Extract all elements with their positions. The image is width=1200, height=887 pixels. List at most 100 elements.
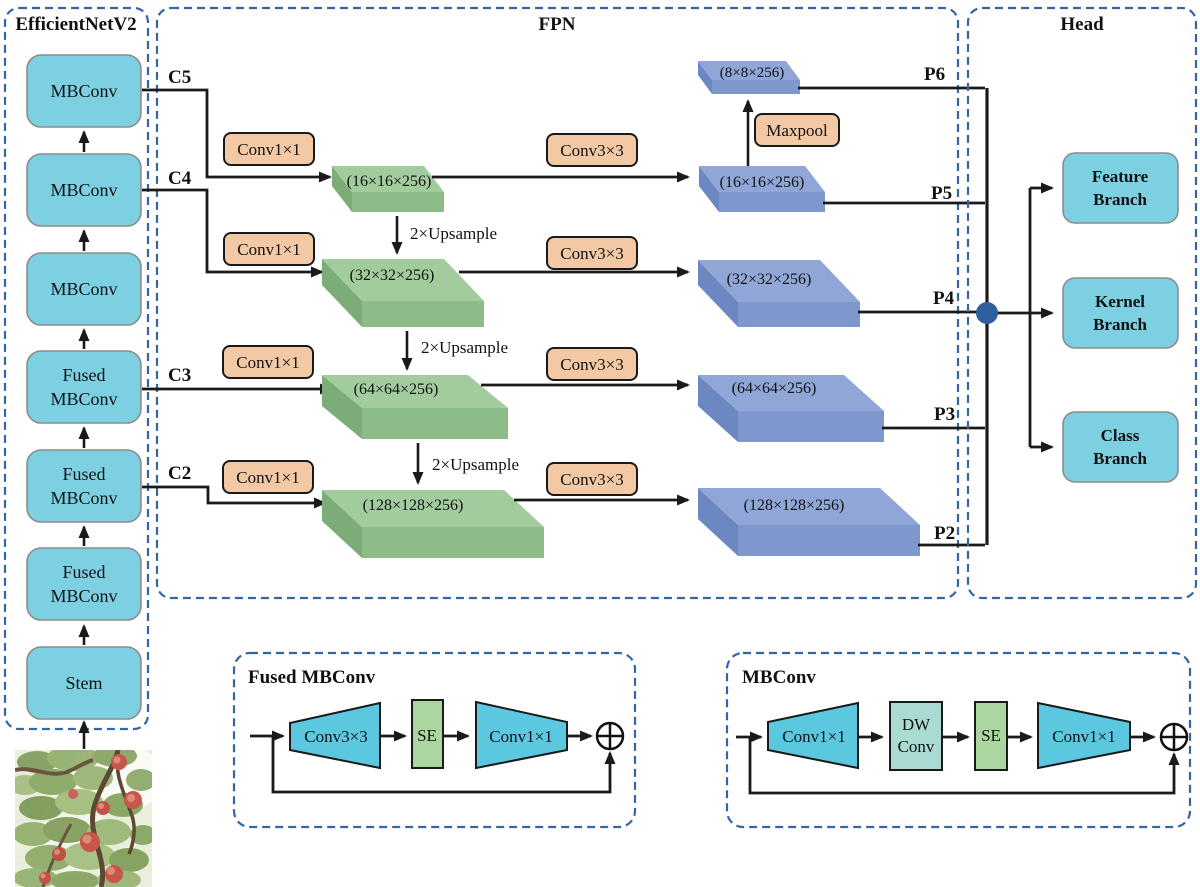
skip-connection (748, 737, 1180, 795)
p2-label: P2 (934, 523, 955, 544)
block-label: MBConv (50, 81, 117, 101)
backbone-block-stem (26, 646, 142, 720)
p4-label: P4 (933, 288, 955, 309)
backbone-block-fused-1 (26, 350, 142, 424)
td-tensor-64: (64×64×256) (322, 375, 508, 439)
mbconv-border (725, 651, 1192, 829)
upsample-label: 2×Upsample (421, 338, 508, 357)
conv3x3-trapezoid (289, 701, 381, 770)
c4-label: C4 (168, 168, 192, 189)
backbone-border (3, 6, 150, 731)
se-label: SE (417, 726, 437, 745)
c5-connector (142, 88, 332, 183)
backbone-block-fused-2 (26, 449, 142, 523)
fused-mbconv-title: Fused MBConv (248, 667, 376, 688)
maxpool-box (754, 113, 840, 147)
conv1x1-trapezoid (475, 700, 568, 770)
conv3x3-box (546, 462, 638, 496)
conv1x1-label: Conv1×1 (236, 468, 299, 487)
tensor-label: (32×32×256) (727, 271, 812, 288)
tensor-label: (64×64×256) (732, 380, 817, 397)
c2-connector (142, 485, 327, 509)
td-tensor-32: (32×32×256) (322, 259, 484, 327)
fpn-panel: FPN C5 C4 C3 C2 Conv1×1 Conv1×1 Conv1×1 … (142, 6, 985, 600)
backbone-panel: EfficientNetV2 MBConv MBConv MBConv Fuse… (3, 6, 150, 749)
mbconv-title: MBConv (742, 667, 816, 688)
conv1x1-box (222, 345, 314, 379)
kernel-branch-box (1062, 277, 1179, 349)
tensor-label: (16×16×256) (720, 174, 805, 191)
tensor-label: (16×16×256) (347, 173, 432, 190)
backbone-block-mbconv-3 (26, 252, 142, 326)
branches (15, 750, 136, 887)
junction-dot (976, 302, 998, 324)
conv3x3-label: Conv3×3 (560, 470, 623, 489)
out-tensor-16: (16×16×256) (699, 166, 825, 212)
conv1x1-box (223, 132, 315, 166)
c2-label: C2 (168, 463, 191, 484)
maxpool-label: Maxpool (766, 121, 828, 140)
conv3x3-label: Conv3×3 (560, 355, 623, 374)
conv3x3-label: Conv3×3 (304, 727, 367, 746)
se-box (411, 699, 444, 769)
skip-connection (271, 736, 616, 794)
add-icon (1159, 722, 1189, 752)
conv1x1-label: Conv1×1 (489, 727, 552, 746)
add-icon (595, 721, 625, 751)
apple-tree-photo (15, 750, 152, 887)
conv1x1-label: Conv1×1 (236, 353, 299, 372)
upsample-label: 2×Upsample (410, 224, 497, 243)
feature-branch-box (1062, 152, 1179, 224)
conv3x3-box (546, 347, 638, 381)
conv3x3-box (546, 133, 638, 167)
fpn-title: FPN (539, 14, 576, 35)
tensor-label: (128×128×256) (744, 497, 845, 514)
tensor-label: (64×64×256) (354, 381, 439, 398)
out-tensor-128: (128×128×256) (698, 488, 920, 556)
td-tensor-128: (128×128×256) (322, 490, 544, 558)
se-label: SE (981, 726, 1001, 745)
tensor-label: (128×128×256) (363, 497, 464, 514)
tensor-label: (32×32×256) (350, 267, 435, 284)
fused-mbconv-border (232, 651, 637, 829)
head-title: Head (1060, 14, 1104, 35)
out-tensor-32: (32×32×256) (698, 260, 860, 327)
conv1x1-box (223, 232, 315, 266)
conv3x3-label: Conv3×3 (560, 244, 623, 263)
conv1x1-label: Conv1×1 (782, 727, 845, 746)
class-branch-box (1062, 411, 1179, 483)
apples (39, 754, 142, 884)
se-box (974, 701, 1008, 771)
conv1x1-label: Conv1×1 (1052, 727, 1115, 746)
backbone-block-fused-3 (26, 547, 142, 621)
dw-conv-box (889, 701, 943, 771)
p6-label: P6 (924, 64, 945, 85)
block-label: MBConv (50, 279, 117, 299)
fused-mbconv-detail: Fused MBConv Conv3×3 SE Conv1×1 (232, 651, 637, 829)
upsample-label: 2×Upsample (432, 455, 519, 474)
block-label: MBConv (50, 180, 117, 200)
conv3x3-box (546, 236, 638, 270)
conv1x1-project-trapezoid (1037, 701, 1131, 770)
backbone-block-mbconv-2 (26, 153, 142, 227)
conv1x1-box (222, 460, 314, 494)
c4-connector (142, 188, 324, 278)
conv3x3-label: Conv3×3 (560, 141, 623, 160)
c3-label: C3 (168, 365, 191, 386)
backbone-block-mbconv-1 (26, 54, 142, 128)
backbone-title: EfficientNetV2 (15, 14, 136, 35)
out-tensor-8: (8×8×256) (698, 61, 800, 94)
conv1x1-expand-trapezoid (767, 701, 859, 770)
tensor-label: (8×8×256) (720, 65, 784, 81)
